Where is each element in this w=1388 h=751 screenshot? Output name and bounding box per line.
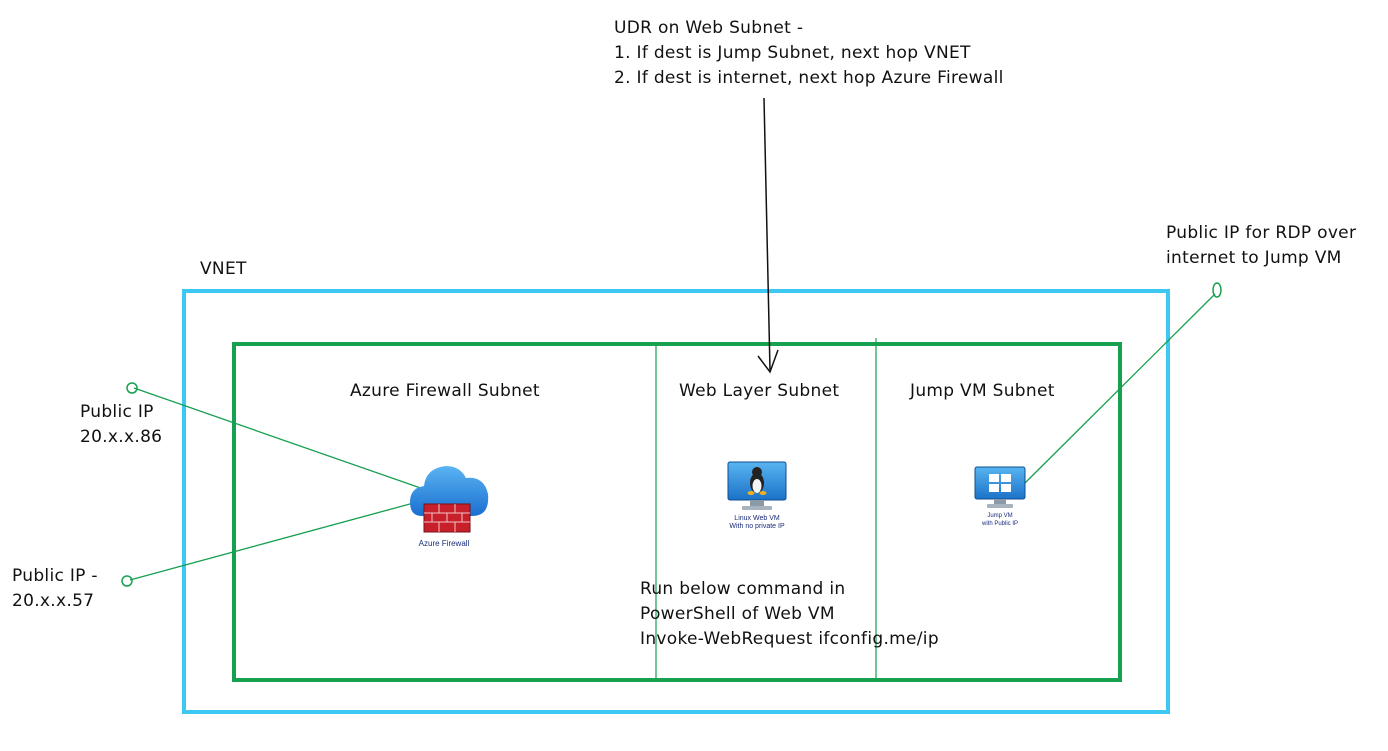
public-ip-86-endpoint — [126, 382, 138, 394]
command-note-line1: Run below command in — [640, 579, 846, 599]
public-ip-57-line2: 20.x.x.57 — [12, 591, 95, 611]
public-ip-57-line1: Public IP - — [12, 566, 98, 586]
jump-vm-caption-line1: Jump VM — [987, 513, 1013, 519]
public-ip-86-label: Public IP 20.x.x.86 — [80, 400, 162, 450]
public-ip-jump-endpoint — [1212, 282, 1222, 298]
web-vm-caption: Linux Web VM With no private IP — [717, 515, 797, 531]
public-ip-86-line2: 20.x.x.86 — [80, 427, 163, 447]
udr-note-line-2: 2. If dest is internet, next hop Azure F… — [614, 68, 1004, 88]
udr-note-title: UDR on Web Subnet - — [614, 18, 804, 38]
udr-note: UDR on Web Subnet - 1. If dest is Jump S… — [614, 16, 1004, 91]
windows-vm-icon — [974, 466, 1026, 508]
udr-note-line-1: 1. If dest is Jump Subnet, next hop VNET — [614, 43, 971, 63]
jump-vm-caption: Jump VM with Public IP — [970, 512, 1030, 528]
vnet-label: VNET — [200, 259, 247, 279]
subnet-label-web: Web Layer Subnet — [679, 381, 840, 401]
command-note: Run below command in PowerShell of Web V… — [640, 577, 939, 652]
firewall-caption: Azure Firewall — [418, 539, 470, 548]
subnet-label-firewall: Azure Firewall Subnet — [350, 381, 540, 401]
subnet-label-jump: Jump VM Subnet — [910, 381, 1055, 401]
web-vm-caption-line1: Linux Web VM — [734, 515, 780, 522]
connector-public-ip-86 — [133, 387, 433, 493]
public-ip-86-line1: Public IP — [80, 402, 154, 422]
jump-vm-caption-line2: with Public IP — [981, 521, 1018, 527]
udr-arrow-line — [763, 97, 771, 371]
subnet-container-border — [232, 342, 1122, 682]
connector-public-ip-57 — [129, 497, 433, 581]
public-ip-jump-line1: Public IP for RDP over — [1166, 223, 1357, 243]
public-ip-57-endpoint — [121, 575, 133, 587]
vnet-border — [182, 289, 1170, 714]
connector-public-ip-jump — [1023, 293, 1216, 485]
udr-arrow-head — [757, 349, 779, 374]
public-ip-jump-line2: internet to Jump VM — [1166, 248, 1342, 268]
public-ip-57-label: Public IP - 20.x.x.57 — [12, 564, 98, 614]
azure-firewall-icon — [410, 466, 489, 533]
command-note-line3: Invoke-WebRequest ifconfig.me/ip — [640, 629, 939, 649]
command-note-line2: PowerShell of Web VM — [640, 604, 835, 624]
public-ip-jump-label: Public IP for RDP over internet to Jump … — [1166, 221, 1356, 271]
linux-vm-icon — [727, 461, 787, 510]
web-vm-caption-line2: With no private IP — [729, 523, 785, 530]
